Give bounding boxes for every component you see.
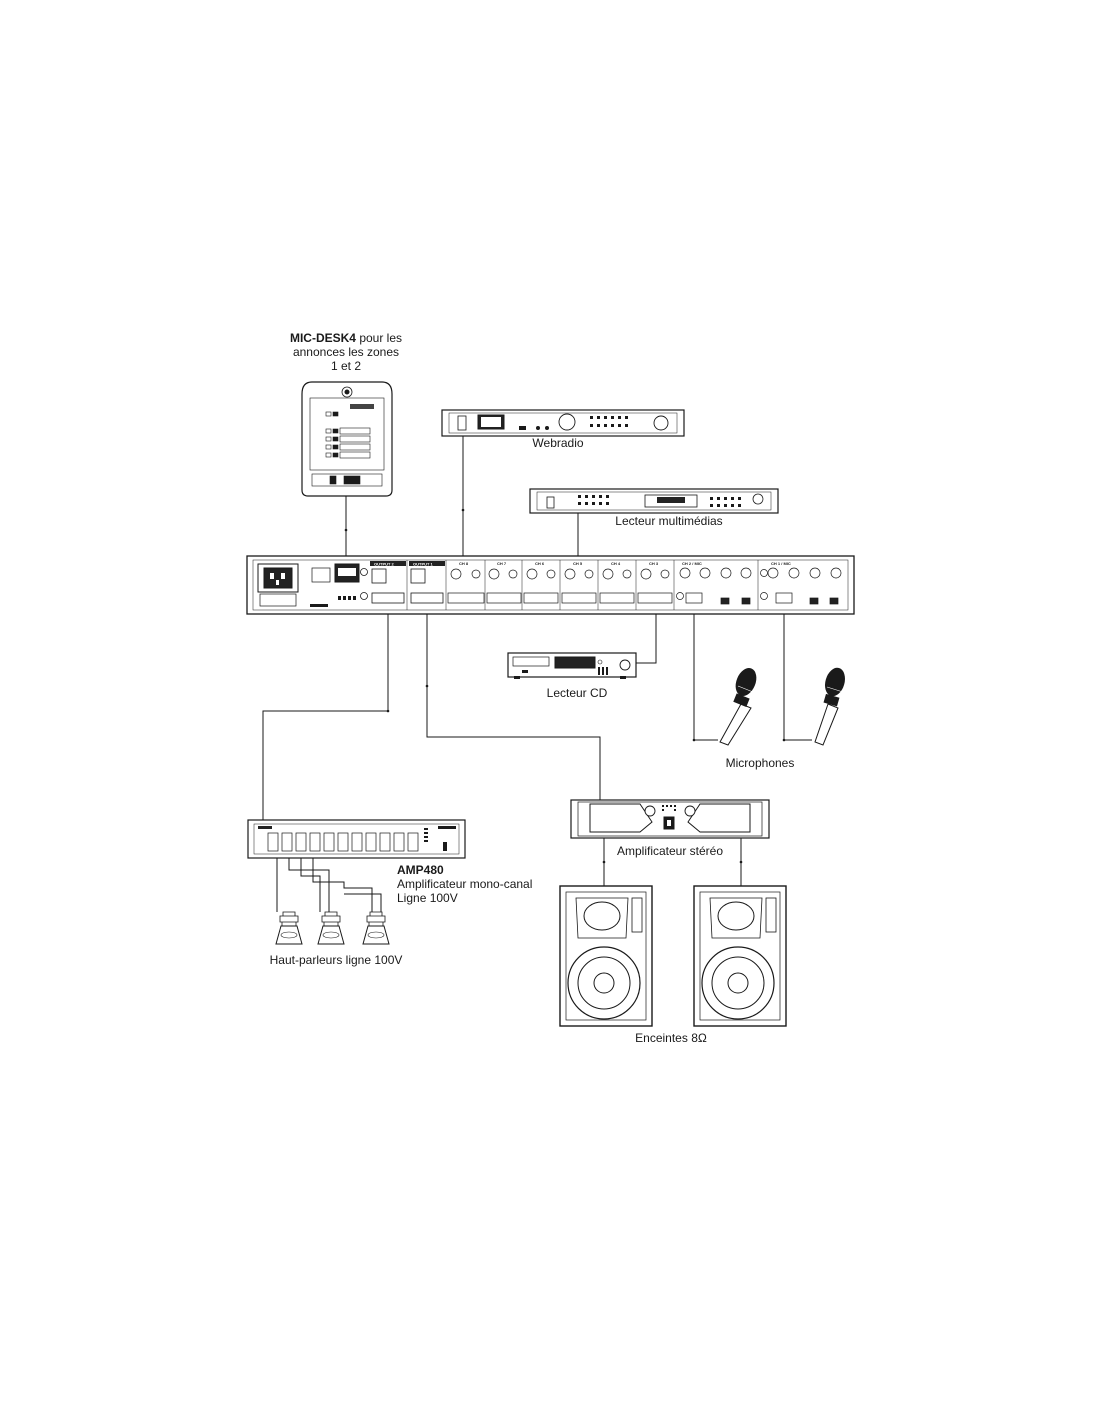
amp480-caption: AMP480 Amplificateur mono-canal Ligne 10… [397,863,532,905]
mixer-channel-blocks [447,560,842,610]
speaker-100v-3 [362,911,390,945]
amp480-line3: Ligne 100V [397,891,458,905]
ch1-mic-label: CH 1 / MIC [771,561,791,566]
amp480-device [247,819,466,859]
amp480-line2: Amplificateur mono-canal [397,877,533,891]
output-2-label: OUTPUT 2 [374,562,395,567]
cable-arrows [344,508,786,864]
speaker-8ohm-left [559,885,653,1027]
cable-mic1-mixer [693,606,718,741]
cable-cd-mixer [636,606,657,664]
speaker-100v-1 [275,911,303,945]
ch8-label: CH 8 [459,561,469,566]
cable-output2-amp480 [262,606,389,820]
cd-player-device [507,652,637,679]
webradio-label: Webradio [532,436,584,450]
mixer-labels: OUTPUT 2 OUTPUT 1 CH 8 CH 7 CH 6 CH 5 CH… [374,561,791,567]
microphone-2 [814,667,845,746]
cable-100v-f [344,893,382,912]
multimedia-player-device [529,488,779,514]
ch5-label: CH 5 [573,561,583,566]
cable-100v-d [312,858,373,912]
cable-100v-b [288,858,330,912]
ch4-label: CH 4 [611,561,621,566]
speaker-100v-2 [317,911,345,945]
cd-player-label: Lecteur CD [546,686,608,700]
webradio-device [441,409,685,437]
speaker-8ohm-right [693,885,787,1027]
micdesk-line3: 1 et 2 [330,359,362,373]
ch2-mic-label: CH 2 / MIC [682,561,702,566]
output-1-label: OUTPUT 1 [413,562,434,567]
ch7-label: CH 7 [497,561,507,566]
micdesk-line2: annonces les zones [292,345,400,359]
multimedia-player-label: Lecteur multimédias [615,514,723,528]
mixer-outputs [370,560,447,610]
amp480-title: AMP480 [397,863,444,877]
microphones-label: Microphones [725,756,795,770]
speakers-100v-label: Haut-parleurs ligne 100V [269,953,403,967]
microphone-1 [719,668,757,746]
stereo-amplifier-device [570,799,770,839]
ch3-label: CH 3 [649,561,659,566]
micdesk-title-rest: pour les [355,331,403,345]
micdesk-caption: MIC-DESK4 pour les annonces les zones 1 … [290,331,402,373]
speakers-8ohm-label: Enceintes 8Ω [635,1031,707,1045]
cable-100v-c [300,858,321,912]
cables [262,436,812,912]
micdesk-title: MIC-DESK4 [289,331,356,345]
ch6-label: CH 6 [535,561,545,566]
stereo-amp-label: Amplificateur stéréo [616,844,724,858]
cable-output1-ampstereo [426,606,601,800]
mic-desk4-device [301,381,393,497]
cable-mic2-mixer [783,606,812,741]
mixer-rear-panel [246,555,855,615]
